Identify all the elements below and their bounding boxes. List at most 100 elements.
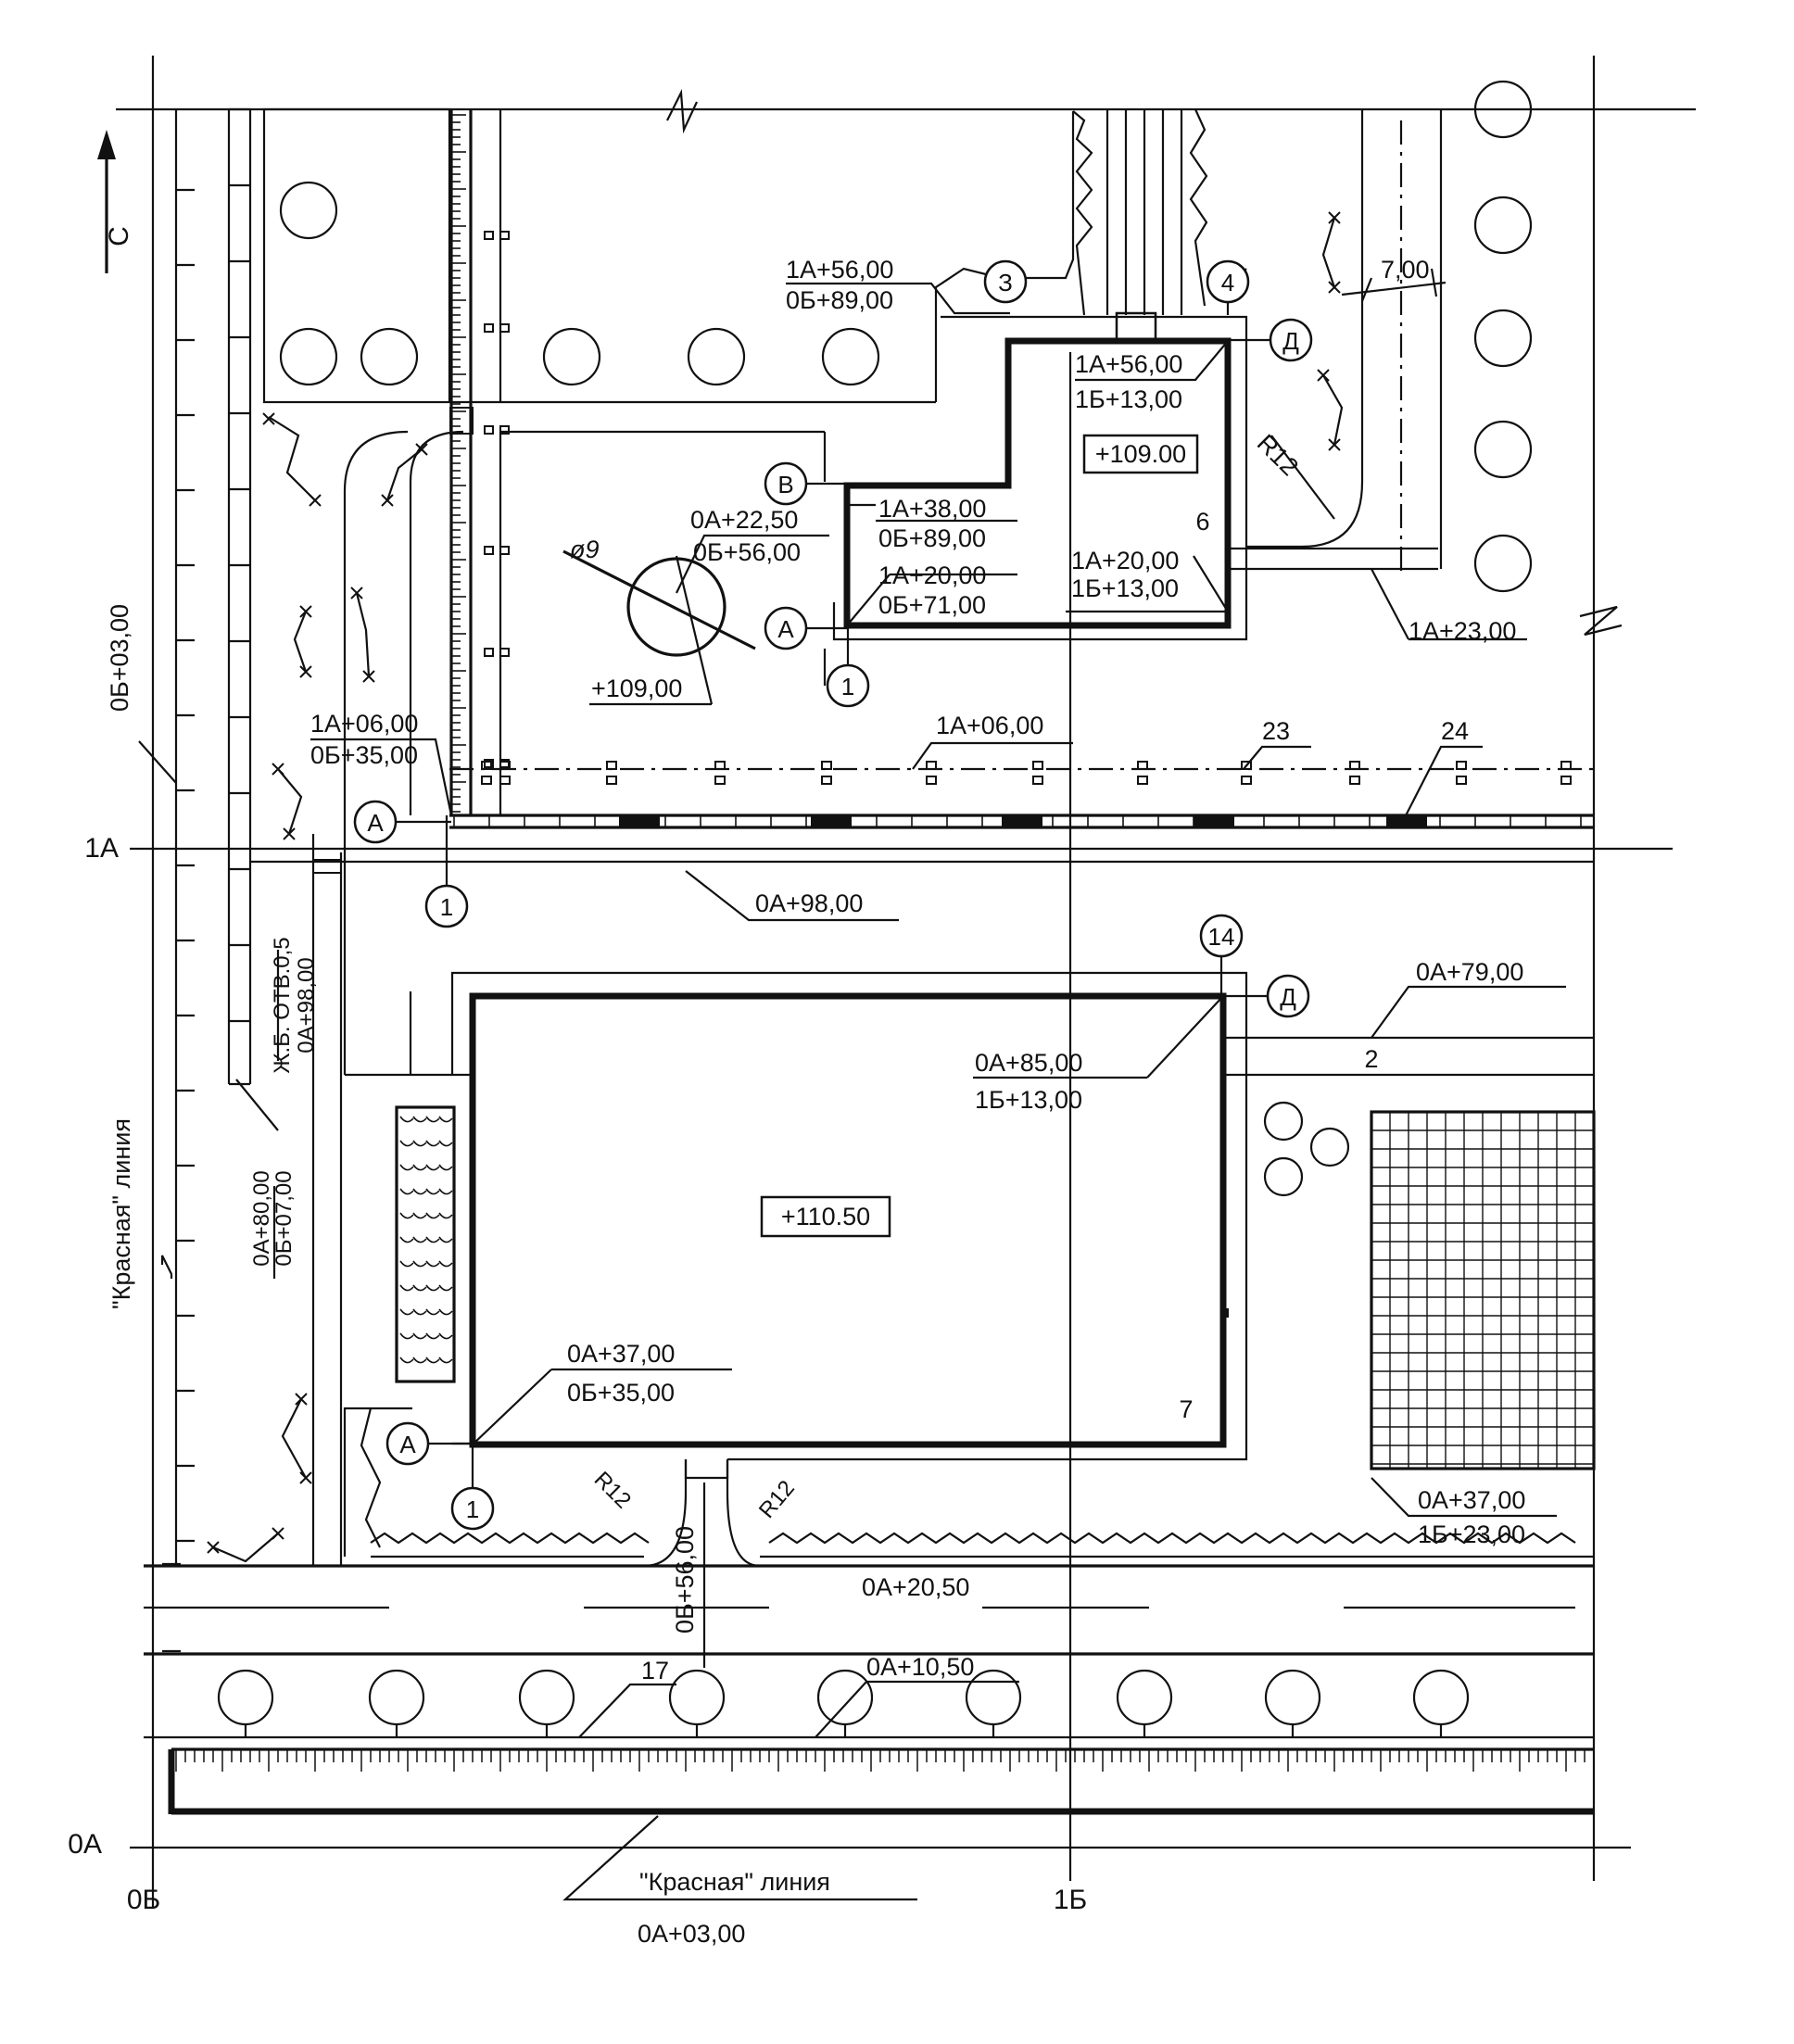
axis-label-1a: 1А [84,833,119,864]
north-arrow-icon [97,130,116,273]
fence-post [499,323,510,333]
tree-icon [542,327,601,386]
building-6-elevation: +109.00 [1095,440,1186,468]
building-6-se-a: 1А+20,00 [1071,547,1179,574]
gravel-stroke [399,1236,453,1243]
fence-item-24: 24 [1441,717,1469,745]
shrub-mark [1328,438,1341,451]
south-road [144,1562,1594,1656]
ruler-strip-ticks [451,114,466,813]
road-north-leader [685,870,899,922]
fence-post [499,546,510,555]
marker-4-ring [1206,259,1250,304]
shrub-mark [272,763,284,776]
shrub-mark [283,827,296,840]
tree-icon [518,1669,575,1726]
gravel-pattern [399,1116,453,1364]
top-entry-leader [786,282,1010,315]
fence-pier [1002,815,1042,827]
marker-1-bldg7-label: 1 [466,1495,479,1523]
red-line-south-leader [562,1815,917,1901]
road-east-label: 0А+79,00 [1416,958,1523,986]
fence-post [1349,776,1360,785]
tree-icon [1473,80,1533,139]
fence-mid-leader [912,741,1073,770]
fence-post [499,231,510,240]
gravel-stroke [399,1140,453,1147]
marker-1-bldg6-ring [826,663,870,708]
fence-post [1032,761,1043,770]
fence-post [484,323,494,333]
tree-icon [1473,309,1533,368]
tree-icon [360,327,419,386]
east-small-trees [1263,1101,1350,1197]
fence-post [926,761,937,770]
west-point-coord-b: 0Б+07,00 [272,1170,297,1266]
shrub-mark [350,587,363,599]
axis-label-0b: 0Б [127,1885,160,1915]
shrub-mark [362,670,375,683]
building-7-sw-b: 0Б+35,00 [567,1379,675,1407]
marker-14-label: 14 [1208,923,1235,951]
building-7-elevation: +110.50 [781,1203,870,1230]
fence-start-b: 0Б+35,00 [310,741,418,769]
building-6-ne-b: 1Б+13,00 [1075,385,1182,413]
shrub-mark [299,605,312,618]
road-south-label: 0А+20,50 [862,1573,969,1601]
building-6-sw-b: 0Б+71,00 [878,591,986,619]
fence-post [821,761,832,770]
gravel-stroke [399,1164,453,1171]
shrub-mark [299,1471,312,1484]
fence-post [714,761,726,770]
marker-a-bldg7-label: А [399,1431,416,1458]
red-line-west-label: "Красная" линия [107,1118,135,1309]
fence-pier [1194,815,1234,827]
fence-post [1349,761,1360,770]
tank-circle [626,557,726,657]
tree-icon [821,327,880,386]
shrub-mark [1317,369,1330,382]
fence-post [1456,776,1467,785]
tree-icon [1264,1669,1321,1726]
fence-post [499,776,511,785]
gravel-stroke [399,1212,453,1219]
tree-row-label-leader [815,1680,1019,1738]
marker-d-bldg7-label: Д [1280,983,1296,1011]
building-7-elevation-box [760,1195,891,1238]
hedge-west-edge [360,1407,382,1548]
north-road-east [934,108,1247,316]
marker-b-label: В [777,471,793,498]
west-point-coord-a: 0А+80,00 [249,1170,274,1266]
west-road-ticks [176,188,195,1543]
west-road [174,109,343,1566]
building-7 [450,971,1594,1461]
south-tree-row [217,1669,1470,1737]
shrub-mark [415,443,428,456]
marker-a-fence-ring [353,800,398,844]
site-se-a: 0А+37,00 [1418,1486,1525,1514]
east-driveway [1246,109,1447,574]
marker-a-bldg7-ring [385,1421,430,1466]
building-6-ne-a: 1А+56,00 [1075,350,1182,378]
site-se-b: 1Б+23,00 [1418,1520,1525,1548]
tree-icon [1473,534,1533,593]
shrub-mark [381,494,394,507]
road-east-number: 2 [1364,1045,1378,1073]
fence-post [481,761,492,770]
shrub-mark [262,412,275,425]
fence-blocks [453,815,1582,827]
tree-icon [1473,196,1533,255]
dimension-r12-south-a: R12 [589,1467,636,1513]
tank [562,534,829,706]
fence-post [606,761,617,770]
shrub-mark [272,1527,284,1540]
tree-icon [816,1669,874,1726]
tree-icon [368,1669,425,1726]
building-7-apron [450,971,1248,1461]
fence-pier [1386,815,1427,827]
building-7-outline [469,992,1227,1448]
shrub-mark [207,1541,220,1554]
red-line-south-coord: 0А+03,00 [638,1920,745,1948]
gate-post [312,859,342,874]
